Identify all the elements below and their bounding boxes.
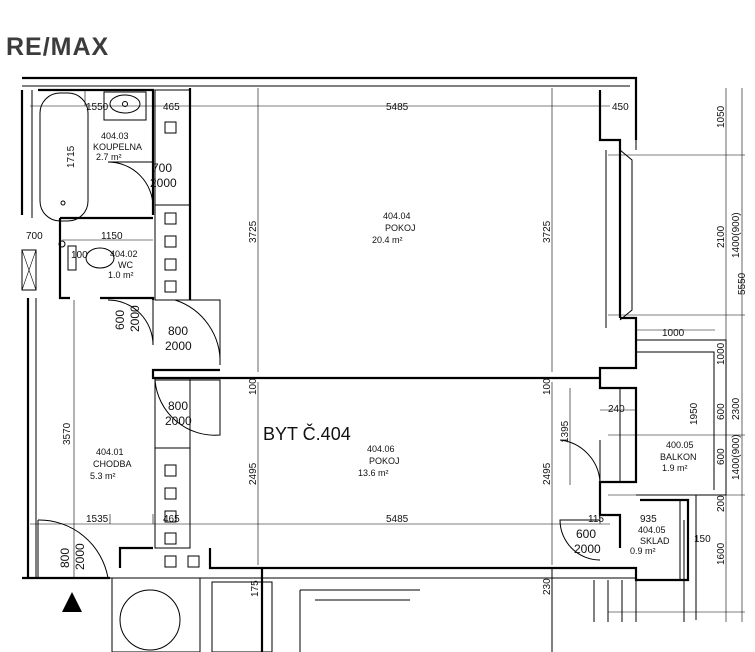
door-label-sklad: 600 2000 <box>574 527 601 556</box>
room-sklad: 404.05 SKLAD 0.9 m² <box>630 525 670 556</box>
room-pokoj-large: 404.04 POKOJ 20.4 m² <box>372 211 416 245</box>
room-pokoj-small: 404.06 POKOJ 13.6 m² <box>358 444 400 478</box>
svg-text:700: 700 <box>26 231 43 242</box>
svg-text:115: 115 <box>588 514 604 525</box>
vertical-dimensions: 1050 2100 1400(900) 1000 600 2300 1400(9… <box>62 105 748 597</box>
svg-text:1.9 m²: 1.9 m² <box>662 463 688 473</box>
svg-text:2000: 2000 <box>165 414 192 428</box>
svg-text:2.7 m²: 2.7 m² <box>96 152 122 162</box>
svg-text:100: 100 <box>248 378 259 395</box>
svg-text:2100: 2100 <box>716 225 727 248</box>
svg-text:404.03: 404.03 <box>101 131 129 141</box>
svg-text:5550: 5550 <box>737 272 748 295</box>
door-label-room2: 800 2000 <box>165 399 192 428</box>
svg-text:1535: 1535 <box>86 514 109 525</box>
svg-text:600: 600 <box>716 448 727 465</box>
door-label-wc: 600 2000 <box>113 305 142 332</box>
svg-text:1395: 1395 <box>560 420 571 443</box>
svg-text:5485: 5485 <box>386 514 409 525</box>
walls <box>20 76 727 652</box>
door-label-room1: 800 2000 <box>165 324 192 353</box>
svg-text:3570: 3570 <box>62 422 73 445</box>
svg-text:3725: 3725 <box>248 220 259 243</box>
svg-text:1050: 1050 <box>716 105 727 128</box>
svg-text:175: 175 <box>250 580 261 597</box>
svg-text:404.02: 404.02 <box>110 249 138 259</box>
svg-text:CHODBA: CHODBA <box>93 459 132 469</box>
svg-text:2000: 2000 <box>73 543 87 570</box>
svg-text:5.3 m²: 5.3 m² <box>90 471 116 481</box>
svg-text:230: 230 <box>542 578 553 595</box>
svg-text:600: 600 <box>576 527 596 541</box>
svg-text:WC: WC <box>118 260 133 270</box>
svg-text:20.4 m²: 20.4 m² <box>372 235 403 245</box>
room-chodba: 404.01 CHODBA 5.3 m² <box>90 447 132 481</box>
svg-text:404.01: 404.01 <box>96 447 124 457</box>
svg-text:465: 465 <box>163 102 180 113</box>
svg-text:3725: 3725 <box>542 220 553 243</box>
svg-text:450: 450 <box>612 102 629 113</box>
svg-text:800: 800 <box>58 548 72 568</box>
svg-text:404.06: 404.06 <box>367 444 395 454</box>
svg-text:800: 800 <box>168 399 188 413</box>
svg-text:13.6 m²: 13.6 m² <box>358 468 389 478</box>
svg-text:SKLAD: SKLAD <box>640 536 670 546</box>
svg-text:240: 240 <box>608 404 625 415</box>
svg-text:BALKON: BALKON <box>660 452 697 462</box>
svg-text:1150: 1150 <box>101 231 123 242</box>
svg-text:2495: 2495 <box>248 462 259 485</box>
north-arrow-icon <box>62 592 82 612</box>
horizontal-dimensions: 1550 465 5485 450 1150 100 700 1000 240 … <box>26 102 711 545</box>
room-wc: 404.02 WC 1.0 m² <box>108 249 138 280</box>
svg-text:POKOJ: POKOJ <box>385 223 416 233</box>
svg-text:2000: 2000 <box>150 176 177 190</box>
svg-text:2495: 2495 <box>542 462 553 485</box>
remax-logo: RE/MAX <box>6 33 109 61</box>
svg-text:150: 150 <box>694 534 711 545</box>
room-koupelna: 404.03 KOUPELNA 2.7 m² <box>93 131 142 162</box>
svg-text:465: 465 <box>163 514 180 525</box>
apartment-title: BYT Č.404 <box>263 423 351 444</box>
svg-text:KOUPELNA: KOUPELNA <box>93 142 142 152</box>
svg-text:800: 800 <box>168 324 188 338</box>
svg-text:2000: 2000 <box>165 339 192 353</box>
svg-text:0.9 m²: 0.9 m² <box>630 546 656 556</box>
svg-text:1000: 1000 <box>716 342 727 365</box>
svg-text:1400(900): 1400(900) <box>731 212 742 258</box>
svg-text:1550: 1550 <box>86 102 109 113</box>
svg-text:POKOJ: POKOJ <box>369 456 400 466</box>
svg-text:2000: 2000 <box>128 305 142 332</box>
dimension-lines <box>30 88 745 622</box>
svg-text:5485: 5485 <box>386 102 409 113</box>
svg-text:935: 935 <box>640 514 657 525</box>
svg-text:600: 600 <box>716 403 727 420</box>
svg-text:100: 100 <box>71 250 88 261</box>
svg-text:1950: 1950 <box>689 402 700 425</box>
svg-text:404.05: 404.05 <box>638 525 666 535</box>
svg-text:1400(900): 1400(900) <box>731 434 742 480</box>
door-label-entrance: 800 2000 <box>58 543 87 570</box>
svg-text:600: 600 <box>113 310 127 330</box>
svg-text:100: 100 <box>542 378 553 395</box>
svg-text:2000: 2000 <box>574 542 601 556</box>
svg-text:700: 700 <box>152 161 172 175</box>
svg-text:2300: 2300 <box>731 397 742 420</box>
svg-text:404.04: 404.04 <box>383 211 411 221</box>
room-balkon: 400.05 BALKON 1.9 m² <box>660 440 697 473</box>
svg-text:400.05: 400.05 <box>666 440 694 450</box>
svg-text:1000: 1000 <box>662 328 685 339</box>
door-swings <box>37 161 601 579</box>
door-label-bath: 700 2000 <box>150 161 177 190</box>
svg-text:1715: 1715 <box>66 145 77 168</box>
svg-text:200: 200 <box>716 495 727 512</box>
svg-text:1.0 m²: 1.0 m² <box>108 270 134 280</box>
svg-text:1600: 1600 <box>716 542 727 565</box>
